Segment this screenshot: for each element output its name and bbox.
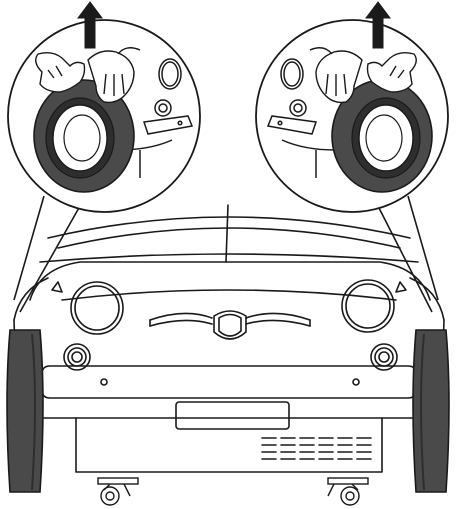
headlight-left — [71, 282, 123, 334]
front-trim — [150, 313, 310, 326]
headlight-right — [342, 280, 394, 332]
dolly-caster-left — [98, 478, 138, 505]
front-bumper — [42, 366, 416, 398]
car-body — [14, 205, 444, 440]
lower-apron — [30, 398, 428, 472]
license-plate — [176, 402, 289, 429]
tire-front-left — [7, 330, 43, 492]
front-badge — [214, 311, 246, 339]
detail-circle-right — [256, 2, 448, 212]
grille-slots — [262, 438, 371, 459]
tire-front-right — [413, 330, 449, 492]
dolly-caster-right — [328, 478, 368, 505]
detail-circle-left — [8, 2, 200, 212]
